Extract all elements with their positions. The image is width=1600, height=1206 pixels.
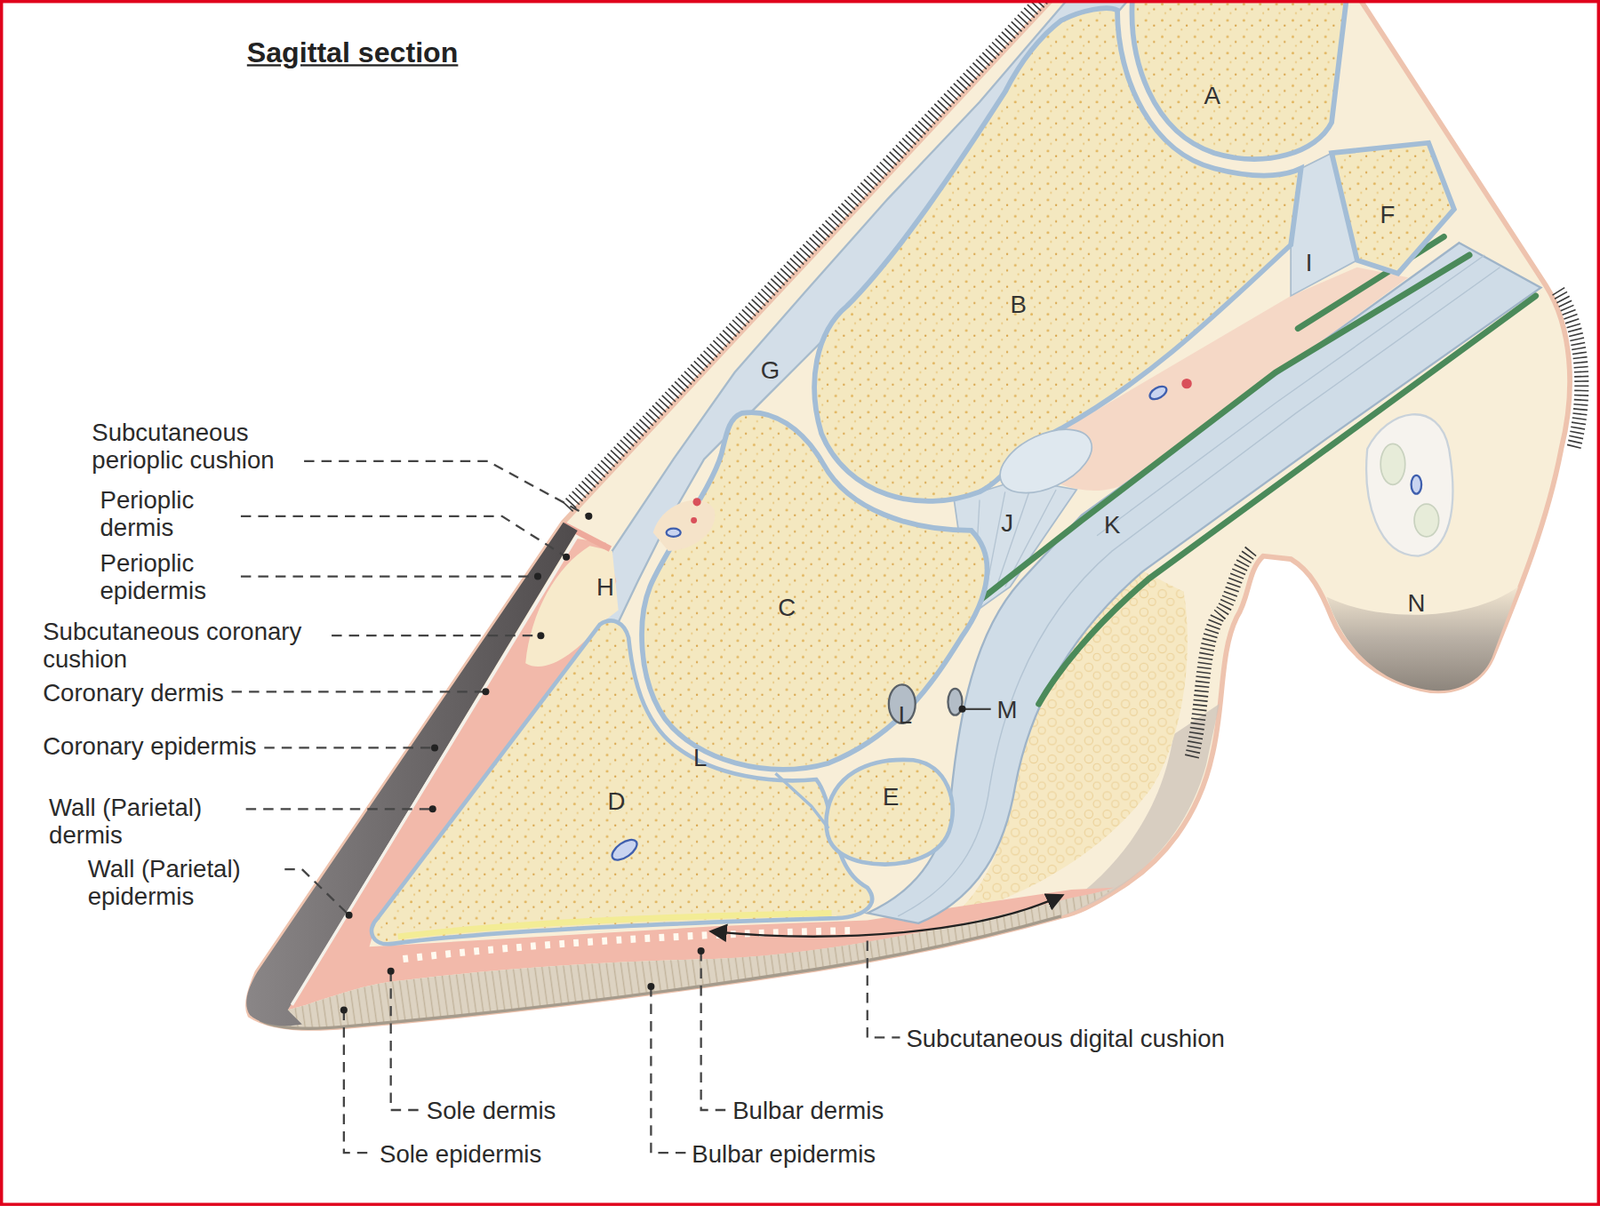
part-label: Wall (Parietal) dermis — [48, 793, 238, 849]
callout-letter: G — [760, 355, 780, 384]
callout-letter: J — [1000, 508, 1014, 536]
callout-letter: B — [1009, 290, 1026, 319]
callout-letter: L — [898, 700, 912, 728]
hair — [1192, 551, 1252, 758]
callout-letter: I — [1305, 248, 1313, 277]
ergot-horn — [1326, 586, 1519, 691]
artery — [692, 497, 701, 506]
leader-dot — [534, 573, 542, 581]
part-label: Coronary epidermis — [42, 732, 256, 760]
callout-letter: L — [693, 743, 707, 771]
callout-letter: M — [997, 695, 1018, 723]
ligament-insertion — [990, 416, 1102, 507]
artery — [690, 517, 697, 524]
part-label: Perioplic dermis — [99, 485, 232, 541]
part-label: Sole epidermis — [379, 1139, 542, 1168]
part-label: Coronary dermis — [42, 678, 224, 706]
callout-letter: D — [608, 787, 626, 816]
callout-letter: E — [882, 782, 899, 810]
leader-dot — [345, 912, 353, 920]
leader-line — [391, 971, 421, 1111]
callout-letter: A — [1204, 80, 1221, 109]
vein — [1147, 384, 1169, 402]
bone-c — [641, 412, 987, 770]
leader-line — [331, 634, 541, 637]
leader-dot — [697, 947, 705, 955]
hair — [1558, 290, 1582, 449]
part-label: Subcutaneous perioplic cushion — [91, 418, 296, 474]
callout-letter: F — [1380, 200, 1396, 229]
callout-letter: N — [1408, 588, 1426, 616]
diagram-title: Sagittal section — [247, 36, 459, 70]
leader-line — [962, 708, 992, 711]
callout-letter: C — [777, 593, 796, 622]
leader-dot — [584, 512, 592, 520]
callout-letter: H — [596, 573, 615, 601]
callout-letter: K — [1104, 511, 1120, 539]
limb-skin — [248, 0, 1570, 1029]
cushion-extent-arrow — [712, 896, 1062, 937]
leader-line — [304, 461, 589, 517]
ergot-body — [1414, 504, 1440, 537]
part-label: Bulbar dermis — [732, 1096, 884, 1125]
ergot-body — [1380, 443, 1406, 485]
hair — [567, 0, 1049, 508]
leader-line — [240, 516, 567, 558]
leader-dot — [387, 968, 395, 976]
bone-b — [814, 8, 1301, 502]
bone-e — [825, 760, 952, 865]
leader-dot — [340, 1006, 348, 1014]
part-label: Wall (Parietal) epidermis — [88, 855, 277, 911]
leader-dot — [647, 983, 655, 991]
leader-dot — [429, 805, 437, 813]
vein — [666, 528, 681, 537]
leader-line — [232, 690, 487, 693]
vein — [1411, 475, 1422, 495]
part-label: Subcutaneous coronary cushion — [42, 617, 324, 673]
artery — [1181, 378, 1192, 389]
leader-dot — [536, 632, 544, 640]
ergot-structure — [1366, 414, 1453, 556]
leader-line — [701, 951, 728, 1111]
leader-line — [264, 746, 435, 749]
part-label: Perioplic epidermis — [99, 549, 232, 605]
part-label: Bulbar epidermis — [691, 1139, 876, 1168]
leader-line — [344, 1009, 374, 1153]
joint-capsule — [775, 773, 829, 829]
leader-line — [867, 940, 901, 1038]
leader-dot — [431, 744, 439, 752]
leader-dot — [562, 553, 570, 561]
leader-line — [284, 869, 349, 916]
leader-dot — [959, 705, 967, 713]
leader-line — [650, 986, 686, 1153]
vessel-pocket — [653, 500, 716, 552]
solar-surface — [398, 912, 832, 936]
leader-line — [246, 808, 433, 810]
part-label: Sole dermis — [426, 1096, 556, 1125]
part-label: Subcutaneous digital cushion — [905, 1024, 1224, 1053]
bone-a — [1132, 0, 1348, 160]
vein — [608, 835, 641, 864]
bone-f — [1331, 143, 1455, 274]
leader-dot — [481, 688, 489, 696]
leader-line — [240, 575, 538, 577]
sole-papillae — [402, 930, 857, 960]
